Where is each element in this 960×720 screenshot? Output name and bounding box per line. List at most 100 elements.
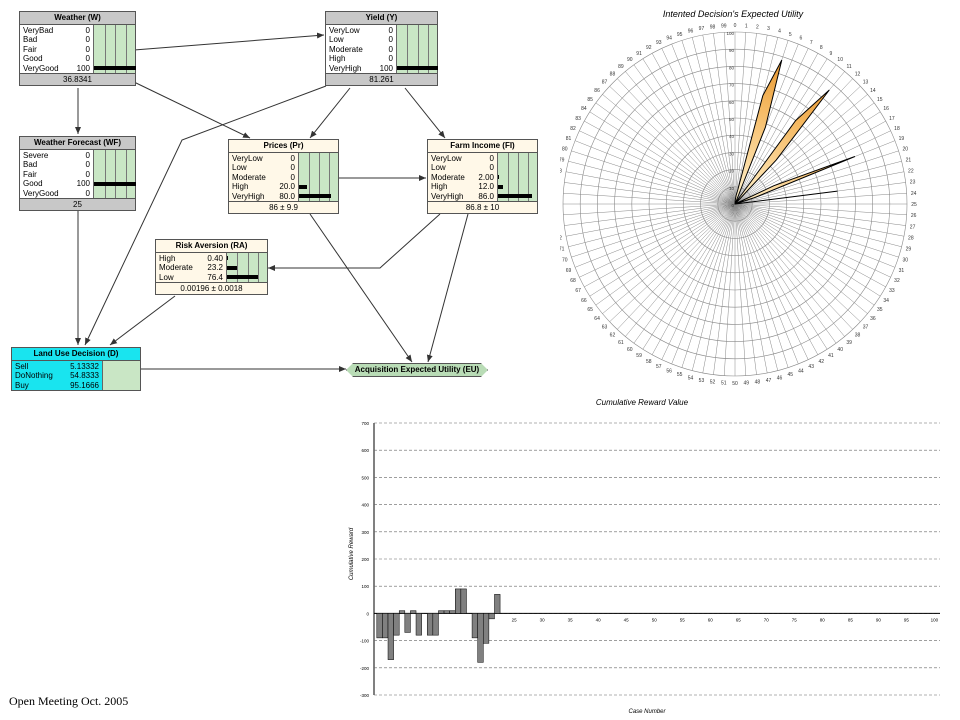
state-label: VeryBad <box>23 25 54 35</box>
bar <box>449 610 456 614</box>
radar-category-label: 56 <box>666 368 672 374</box>
state-value: 0 <box>85 54 90 63</box>
state-label: High <box>232 182 249 191</box>
radar-spoke <box>734 203 779 371</box>
state-label: DoNothing <box>15 371 53 380</box>
x-tick-label: 45 <box>624 617 630 622</box>
x-tick-label: 70 <box>764 617 770 622</box>
radar-ring-label: 40 <box>729 134 735 139</box>
radar-spoke <box>609 86 736 205</box>
radar-category-label: 44 <box>798 368 804 374</box>
state-label: Good <box>23 54 43 63</box>
state-row: High 20.0 <box>229 182 298 192</box>
radar-spoke <box>734 203 789 368</box>
radar-category-label: 39 <box>846 340 852 346</box>
radar-spoke <box>734 203 809 360</box>
state-value: 20.0 <box>279 182 295 191</box>
grid-line <box>125 25 127 73</box>
radar-category-label: 97 <box>699 26 705 32</box>
y-tick-label: 200 <box>361 557 369 562</box>
x-tick-label: 75 <box>792 617 798 622</box>
radar-category-label: 60 <box>627 347 633 353</box>
radar-category-label: 64 <box>594 316 600 322</box>
state-label: VeryHigh <box>431 191 464 201</box>
radar-category-label: 98 <box>710 24 716 30</box>
radar-ring-label: 0 <box>731 203 734 208</box>
radar-category-label: 45 <box>788 372 794 378</box>
radar-spoke <box>734 203 907 216</box>
radar-category-label: 49 <box>743 381 749 387</box>
radar-category-label: 58 <box>646 359 652 365</box>
x-tick-label: 55 <box>680 617 686 622</box>
state-value: 12.0 <box>478 182 494 191</box>
radar-spoke <box>691 203 736 371</box>
state-value: 0 <box>85 25 90 35</box>
radar-category-label: 68 <box>570 278 576 284</box>
footer-text: Open Meeting Oct. 2005 <box>9 694 129 708</box>
radar-spoke <box>734 203 799 365</box>
radar-spoke <box>681 203 736 368</box>
state-value: 0 <box>85 150 90 160</box>
radar-category-label: 55 <box>677 372 683 378</box>
radar-category-label: 30 <box>902 257 908 263</box>
radar-spoke <box>734 53 819 205</box>
radar-spoke <box>595 102 736 205</box>
grid-line <box>407 25 409 73</box>
edge-w-y <box>133 32 325 51</box>
radar-category-label: 7 <box>810 40 813 46</box>
belief-bar-area <box>497 153 537 201</box>
state-label: VeryHigh <box>232 191 265 201</box>
radar-category-label: 65 <box>587 307 593 313</box>
radar-spoke <box>568 203 736 248</box>
radar-spoke <box>734 203 905 237</box>
radar-spoke <box>734 203 768 374</box>
grid-line <box>319 153 320 201</box>
radar-category-label: 94 <box>666 36 672 42</box>
edge-y-pr <box>309 87 351 139</box>
radar-spoke <box>617 78 736 205</box>
radar-spoke <box>633 203 736 344</box>
state-label: High <box>431 182 448 191</box>
bar <box>393 613 400 636</box>
radar-category-label: 16 <box>883 106 889 112</box>
state-value: 100 <box>76 179 90 188</box>
state-value: 54.8333 <box>70 371 99 380</box>
y-tick-label: 500 <box>361 475 369 480</box>
state-value: 0.40 <box>207 253 223 263</box>
node-acquisition-expected-utility[interactable]: Acquisition Expected Utility (EU) <box>346 363 488 377</box>
radar-spoke <box>571 203 736 258</box>
radar-category-label: 40 <box>837 347 843 353</box>
node-title: Farm Income (FI) <box>428 140 537 153</box>
radar-spoke <box>574 203 736 268</box>
state-value: 86.0 <box>478 191 494 201</box>
edge-fi-ra <box>268 213 441 271</box>
radar-category-label: 99 <box>721 23 727 29</box>
radar-category-label: 63 <box>602 325 608 331</box>
radar-category-label: 34 <box>883 298 889 304</box>
radar-category-label: 79 <box>560 157 565 163</box>
grid-line <box>115 150 116 198</box>
state-value: 100 <box>379 63 393 73</box>
state-label: VeryGood <box>23 188 59 198</box>
grid-line <box>257 253 259 282</box>
radar-category-label: 53 <box>699 378 705 384</box>
bar <box>382 613 389 639</box>
bar <box>483 613 490 644</box>
belief-bar <box>227 275 259 279</box>
radar-ring-label: 10 <box>729 186 735 191</box>
